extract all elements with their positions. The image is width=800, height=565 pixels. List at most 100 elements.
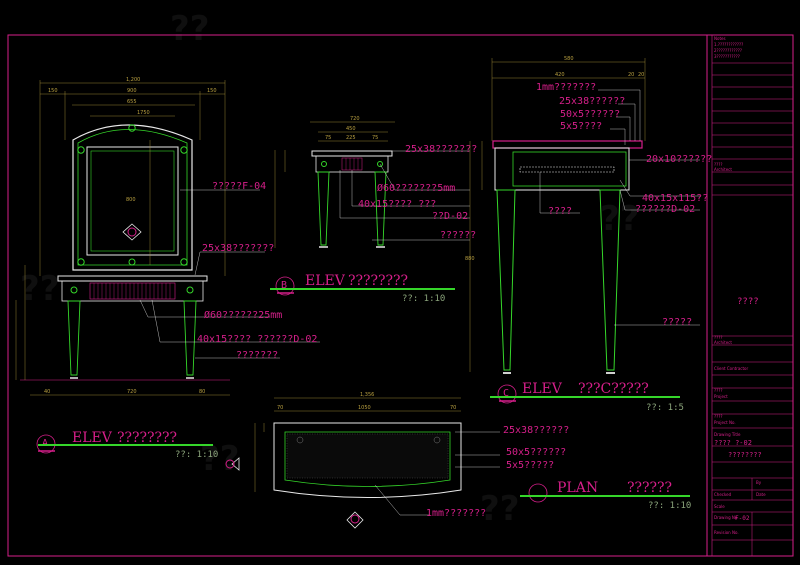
watermark-text: ?? bbox=[170, 9, 209, 49]
view-a-scale: ??: 1:10 bbox=[175, 450, 218, 460]
dim-label: 40 bbox=[44, 389, 50, 395]
rosette bbox=[70, 286, 78, 294]
plan-bubble bbox=[528, 483, 548, 503]
callout-side-top: 25x38??????? bbox=[405, 144, 477, 155]
callout-section-strip: 50x5?????? bbox=[560, 109, 620, 120]
view-b-title: ???????? bbox=[348, 273, 408, 289]
dim-label: 880 bbox=[465, 256, 475, 262]
view-c-label: ELEV bbox=[522, 381, 563, 397]
tb-architect-2: Architect bbox=[714, 340, 732, 345]
tb-project-no: Project No. bbox=[714, 420, 736, 425]
callout-rail: 40x15???? ??????D-02 bbox=[197, 334, 317, 345]
dim-label: 75 bbox=[325, 135, 331, 141]
section-marker-circle bbox=[350, 514, 360, 524]
console-drawer bbox=[89, 282, 176, 300]
callout-top: 25x38??????? bbox=[202, 243, 274, 254]
callout-section-batten: 20x10?????? bbox=[646, 154, 712, 165]
tb-sub-title: ???????? bbox=[728, 451, 762, 459]
tb-checked: Checked bbox=[714, 492, 732, 497]
side-drawer-face bbox=[341, 157, 363, 171]
view-b-elevation: 720 450 75 225 75 25x38??????? Ø60??????… bbox=[270, 116, 477, 304]
callout-leg: ??????? bbox=[236, 350, 278, 361]
plan-marble-fill bbox=[286, 433, 449, 479]
tb-note-2: 2???????????? bbox=[714, 48, 742, 53]
plan-outline bbox=[273, 422, 462, 498]
view-c-dimensions bbox=[469, 58, 646, 372]
rosette bbox=[77, 258, 85, 266]
callout-section-drawer: ???? bbox=[548, 206, 572, 217]
section-leg-left bbox=[496, 189, 516, 371]
view-a-leaders bbox=[139, 189, 320, 359]
tb-date: Date bbox=[756, 492, 766, 497]
view-c-section: 580 420 20 20 880 1mm??????? 25x38??????… bbox=[465, 56, 712, 413]
dim-label: 720 bbox=[350, 116, 360, 122]
callout-section-veneer: 1mm??????? bbox=[536, 82, 596, 93]
mirror-glass bbox=[86, 146, 179, 256]
plan-leaders bbox=[374, 431, 500, 516]
view-a-title: ???????? bbox=[117, 430, 177, 446]
tb-field-label: ???? bbox=[714, 414, 723, 419]
plan-label: PLAN bbox=[557, 480, 598, 496]
view-b-scale: ??: 1:10 bbox=[402, 294, 445, 304]
tb-revision: Revision No. bbox=[714, 530, 739, 535]
callout-side-knob: Ø60???????5mm bbox=[377, 182, 455, 194]
callout-plan-top: 25x38?????? bbox=[503, 425, 569, 436]
view-a-elevation: 1,200 150 900 150 655 1750 800 40 720 80… bbox=[15, 77, 320, 460]
rosette bbox=[128, 124, 136, 132]
mirror-frame-mid bbox=[77, 129, 188, 266]
dim-label: 70 bbox=[277, 405, 283, 411]
tb-drawing-no: F-02 bbox=[735, 515, 750, 522]
callout-section-top: 25x38?????? bbox=[559, 96, 625, 107]
drawer-fluting bbox=[93, 283, 171, 299]
callout-plan-strip: 50x5?????? bbox=[506, 447, 566, 458]
view-c-letter: C bbox=[503, 388, 509, 399]
tb-notes-label: Notes bbox=[714, 36, 726, 41]
side-top bbox=[311, 150, 393, 157]
dim-label: 150 bbox=[207, 88, 217, 94]
dim-label: 1050 bbox=[358, 405, 371, 411]
console-top bbox=[57, 275, 208, 282]
tb-field-label: ???? bbox=[714, 162, 723, 167]
callout-section-leg: ????? bbox=[662, 317, 692, 328]
dim-label: 1,200 bbox=[126, 77, 140, 83]
plan-scale: ??: 1:10 bbox=[648, 501, 691, 511]
view-a-dimensions bbox=[15, 80, 230, 396]
rosette bbox=[377, 161, 383, 167]
rosette bbox=[128, 258, 136, 266]
section-marker-icon bbox=[122, 223, 142, 241]
sheet-border bbox=[7, 34, 794, 557]
view-b-leaders bbox=[339, 150, 470, 241]
dim-label: 655 bbox=[127, 99, 137, 105]
section-drawer bbox=[512, 151, 627, 187]
plan-corner bbox=[296, 436, 304, 444]
callout-side-rail: 40x15???? ??? bbox=[358, 199, 436, 210]
view-b-bubble bbox=[275, 276, 295, 296]
mirror-frame-outer bbox=[72, 124, 193, 271]
callout-plan-bead: 5x5????? bbox=[506, 460, 554, 471]
rosette bbox=[180, 258, 188, 266]
rosette bbox=[186, 286, 194, 294]
tb-field-label: ???? bbox=[714, 335, 723, 340]
dim-label: 420 bbox=[555, 72, 565, 78]
section-marker-icon bbox=[231, 457, 240, 471]
tb-field-label: ???? bbox=[714, 388, 723, 393]
dim-label: 20 bbox=[638, 72, 644, 78]
rosette bbox=[180, 146, 188, 154]
view-a-label: ELEV bbox=[72, 430, 113, 446]
dim-label: 580 bbox=[564, 56, 574, 62]
callout-side-leg: ?????? bbox=[440, 230, 476, 241]
callout-knob: Ø60??????25mm bbox=[204, 309, 282, 321]
plan-dimensions bbox=[254, 397, 461, 492]
callout-plan-veneer: 1mm??????? bbox=[426, 508, 486, 519]
side-leg-right bbox=[374, 171, 387, 246]
callout-section-rail: 40x15x115?? bbox=[642, 193, 708, 204]
view-c-bubble bbox=[497, 384, 517, 404]
dim-label: 450 bbox=[346, 126, 356, 132]
view-c-leaders bbox=[539, 89, 700, 326]
view-b-dimensions bbox=[274, 121, 395, 248]
tb-scale: Scale bbox=[714, 504, 725, 509]
section-apron bbox=[494, 147, 630, 191]
console-apron bbox=[61, 280, 204, 302]
dim-label: 150 bbox=[48, 88, 58, 94]
